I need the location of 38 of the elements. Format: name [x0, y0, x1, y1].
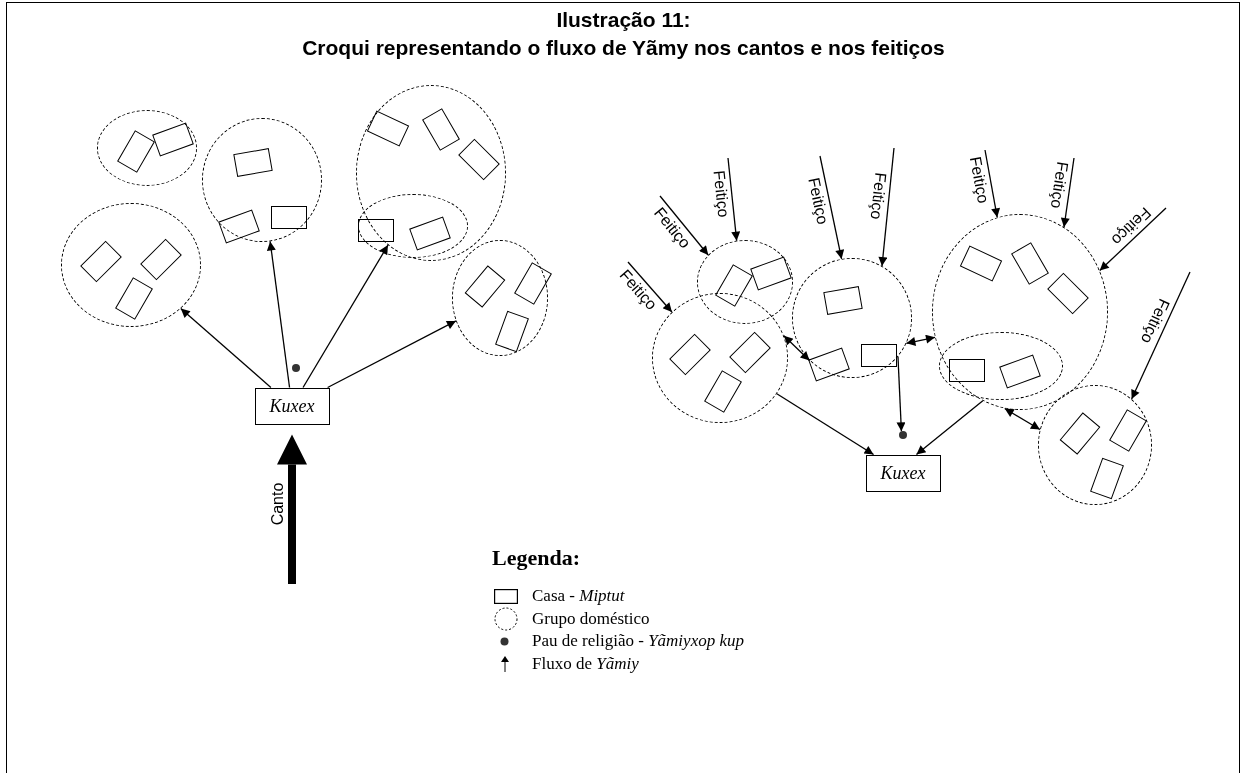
subtitle: Croqui representando o fluxo de Yãmy nos cantos e nos feitiços: [302, 36, 945, 60]
arrow: [302, 244, 389, 389]
arrow: [896, 355, 906, 432]
legend-text: Grupo doméstico: [532, 608, 650, 629]
kuxex-box: Kuxex: [865, 454, 941, 492]
house-rectangle: [861, 343, 897, 367]
pole-dot: [292, 364, 300, 372]
arrow: [1131, 271, 1191, 400]
arrow: [819, 155, 845, 260]
arrow: [266, 240, 291, 389]
arrow: [659, 195, 709, 256]
legend-text: Fluxo de Yãmiy: [532, 653, 639, 674]
kuxex-box: Kuxex: [254, 387, 330, 425]
arrow: [783, 335, 811, 362]
edge-label: Feitiço: [1047, 160, 1071, 211]
arrow: [1060, 157, 1075, 228]
legend-heading: Legenda:: [492, 545, 580, 571]
arrow: [776, 393, 875, 456]
house-rectangle: [271, 205, 307, 229]
arrow: [1099, 207, 1167, 272]
arrow: [627, 261, 673, 313]
arrow: [180, 307, 272, 389]
arrow: [915, 400, 984, 456]
legend-text: Pau de religião - Yãmiyxop kup: [532, 631, 744, 652]
house-rectangle: [949, 358, 985, 382]
title: Ilustração 11:: [556, 8, 691, 32]
arrow: [905, 334, 936, 346]
edge-label: Feitiço: [867, 171, 889, 222]
arrow: [727, 157, 741, 242]
arrow: [1004, 407, 1041, 431]
arrow: [984, 149, 1001, 218]
pole-dot: [899, 431, 907, 439]
house-rectangle: [358, 218, 394, 242]
edge-label: Canto: [270, 481, 286, 527]
arrow: [878, 147, 895, 267]
legend-text: Casa - Miptut: [532, 586, 625, 607]
house-rectangle: [808, 347, 850, 381]
arrow: [327, 320, 457, 389]
